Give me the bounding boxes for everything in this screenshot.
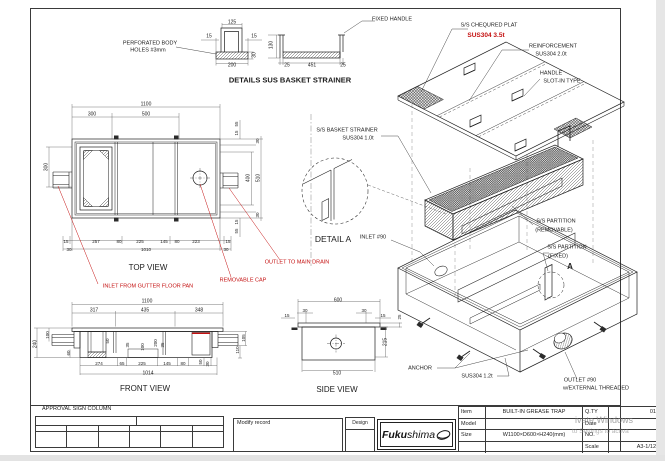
info-label xyxy=(459,441,486,453)
info-row-size: Size W1100×D600×H240(mm) NO. xyxy=(459,430,659,442)
iso-basket-strainer xyxy=(424,125,584,241)
design-box: Design xyxy=(345,417,375,452)
info-label: Q.TY xyxy=(583,407,609,418)
info-row-scale: Scale A3-1/12 xyxy=(459,441,659,453)
details-basket-strainer-view xyxy=(175,20,375,66)
window-edge-bottom xyxy=(0,455,665,461)
front-view-drawing xyxy=(34,302,247,375)
approval-cell xyxy=(99,432,130,447)
design-label: Design xyxy=(346,418,374,430)
info-value: BUILT-IN GREASE TRAP xyxy=(486,407,583,418)
info-label: Item xyxy=(459,407,486,418)
info-row-model: Model Date xyxy=(459,418,659,430)
approval-cell xyxy=(193,426,223,431)
top-view-drawing xyxy=(46,104,281,285)
approval-cell xyxy=(67,432,99,447)
fukushima-logo-swoosh-icon xyxy=(436,429,451,440)
approval-cell xyxy=(36,426,68,431)
info-label: Size xyxy=(459,430,486,441)
approval-sign-column-label: APPROVAL SIGN COLUMN xyxy=(42,406,112,412)
info-value xyxy=(609,419,659,430)
approval-sign-table xyxy=(35,416,224,448)
chequered-plate xyxy=(397,41,625,161)
approval-cell xyxy=(130,426,162,431)
approval-cell xyxy=(36,417,137,425)
iso-tank-body xyxy=(397,177,638,373)
side-view-drawing xyxy=(281,299,402,372)
approval-cell xyxy=(161,432,193,447)
info-label: Date xyxy=(583,418,609,429)
approval-cell xyxy=(67,426,99,431)
info-value xyxy=(486,441,583,453)
window-edge-right xyxy=(656,0,665,461)
info-value xyxy=(486,418,583,429)
info-value: 01 xyxy=(649,409,656,415)
fukushima-logo-text: Fukushima xyxy=(381,428,436,441)
modify-record-label: Modify record xyxy=(237,420,271,426)
approval-cell xyxy=(99,426,130,431)
iso-leader-lines xyxy=(381,28,578,380)
info-value: W1100×D600×H240(mm) xyxy=(486,430,583,441)
info-row-item: Item BUILT-IN GREASE TRAP Q.TY 01 xyxy=(459,407,659,419)
info-label: Scale xyxy=(583,441,609,453)
approval-cell xyxy=(137,417,223,425)
slot-in-handles xyxy=(463,62,527,152)
sheet-frame xyxy=(30,8,660,452)
fukushima-logo-box: Fukushima xyxy=(377,419,456,450)
modify-record-box: Modify record xyxy=(233,418,343,452)
title-info-table: Item BUILT-IN GREASE TRAP Q.TY 01 Model … xyxy=(458,406,660,453)
isometric-view-drawing xyxy=(381,28,638,380)
approval-cell xyxy=(130,432,162,447)
detail-a-drawing xyxy=(301,114,447,266)
info-value xyxy=(609,430,659,441)
info-label: NO. xyxy=(583,430,609,441)
info-value: A3-1/12 xyxy=(636,443,656,450)
approval-cell xyxy=(193,432,223,447)
fukushima-logo: Fukushima xyxy=(380,422,453,447)
approval-cell xyxy=(161,426,193,431)
info-label: Model xyxy=(459,418,486,429)
approval-cell xyxy=(36,432,68,447)
anchor-bolts xyxy=(416,317,607,361)
